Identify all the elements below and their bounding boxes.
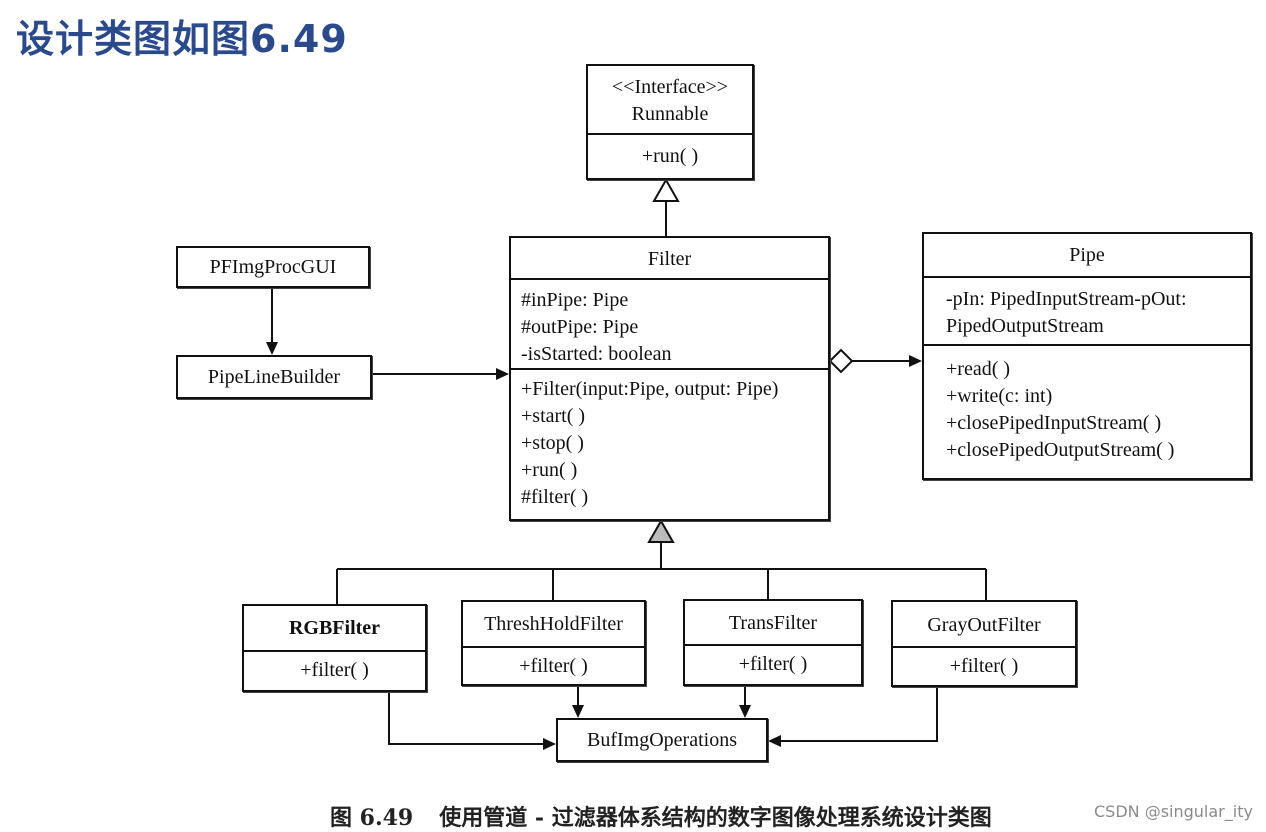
arrowhead-icon — [768, 735, 781, 747]
pfimgprocgui-name: PFImgProcGUI — [209, 256, 337, 278]
filter-method: +start( ) — [521, 405, 586, 427]
runnable-stereotype: <<Interface>> — [611, 76, 729, 98]
pipelinebuilder-name: PipeLineBuilder — [207, 366, 341, 388]
filter-method: #filter( ) — [521, 486, 589, 508]
arrowhead-icon — [543, 738, 556, 750]
watermark: CSDN @singular_ity — [1094, 802, 1253, 821]
class-grayoutfilter: GrayOutFilter +filter( ) — [891, 600, 1077, 687]
gray-buf-link — [778, 687, 938, 742]
filter-attr: #outPipe: Pipe — [521, 316, 639, 338]
threshholdfilter-name: ThreshHoldFilter — [484, 613, 623, 635]
bufimgoperations-name: BufImgOperations — [587, 729, 737, 751]
class-pipelinebuilder: PipeLineBuilder — [176, 355, 372, 399]
class-pfimgprocgui: PFImgProcGUI — [176, 246, 370, 288]
caption-text: 使用管道 - 过滤器体系结构的数字图像处理系统设计类图 — [439, 805, 992, 831]
arrowhead-icon — [572, 705, 584, 718]
filter-method: +Filter(input:Pipe, output: Pipe) — [521, 378, 779, 400]
class-threshholdfilter: ThreshHoldFilter +filter( ) — [461, 600, 646, 686]
class-transfilter: TransFilter +filter( ) — [683, 599, 863, 686]
arrowhead-icon — [496, 368, 509, 380]
threshholdfilter-method: +filter( ) — [463, 646, 644, 680]
pipe-attr: -pIn: PipedInputStream-pOut: — [946, 288, 1187, 310]
pipe-attr: PipedOutputStream — [946, 315, 1104, 337]
rgbfilter-method: +filter( ) — [244, 650, 425, 684]
realization-triangle-icon — [652, 177, 680, 202]
page-heading: 设计类图如图6.49 — [16, 17, 348, 61]
class-runnable: <<Interface>> Runnable +run( ) — [586, 64, 754, 180]
arrowhead-icon — [909, 355, 922, 367]
caption-number: 图 6.49 — [330, 805, 414, 831]
grayoutfilter-name: GrayOutFilter — [927, 614, 1041, 636]
arrowhead-icon — [266, 342, 278, 355]
rgb-buf-link — [388, 690, 546, 745]
runnable-name: Runnable — [631, 103, 709, 125]
pipe-method: +closePipedInputStream( ) — [946, 412, 1162, 434]
transfilter-name: TransFilter — [728, 612, 818, 634]
class-bufimgoperations: BufImgOperations — [556, 718, 768, 762]
grayoutfilter-method: +filter( ) — [893, 646, 1075, 680]
runnable-method: +run( ) — [641, 145, 699, 167]
aggregation-diamond-icon — [828, 348, 854, 374]
filter-attr: #inPipe: Pipe — [521, 289, 629, 311]
filter-method: +run( ) — [521, 459, 578, 481]
pipe-method: +closePipedOutputStream( ) — [946, 439, 1175, 461]
generalization-triangle-icon — [647, 518, 675, 543]
pipe-method: +write(c: int) — [946, 385, 1053, 407]
filter-method: +stop( ) — [521, 432, 584, 454]
transfilter-method: +filter( ) — [685, 644, 861, 678]
arrowhead-icon — [739, 705, 751, 718]
class-pipe: Pipe -pIn: PipedInputStream-pOut: PipedO… — [922, 232, 1252, 480]
filter-attr: -isStarted: boolean — [521, 343, 672, 365]
pipe-method: +read( ) — [946, 358, 1011, 380]
figure-caption: 图 6.49 使用管道 - 过滤器体系结构的数字图像处理系统设计类图 — [330, 800, 992, 832]
class-filter: Filter #inPipe: Pipe #outPipe: Pipe -isS… — [509, 236, 830, 521]
class-rgbfilter: RGBFilter +filter( ) — [242, 604, 427, 692]
pipe-name: Pipe — [1069, 244, 1105, 266]
rgbfilter-name: RGBFilter — [288, 617, 381, 639]
filter-name: Filter — [647, 248, 692, 270]
